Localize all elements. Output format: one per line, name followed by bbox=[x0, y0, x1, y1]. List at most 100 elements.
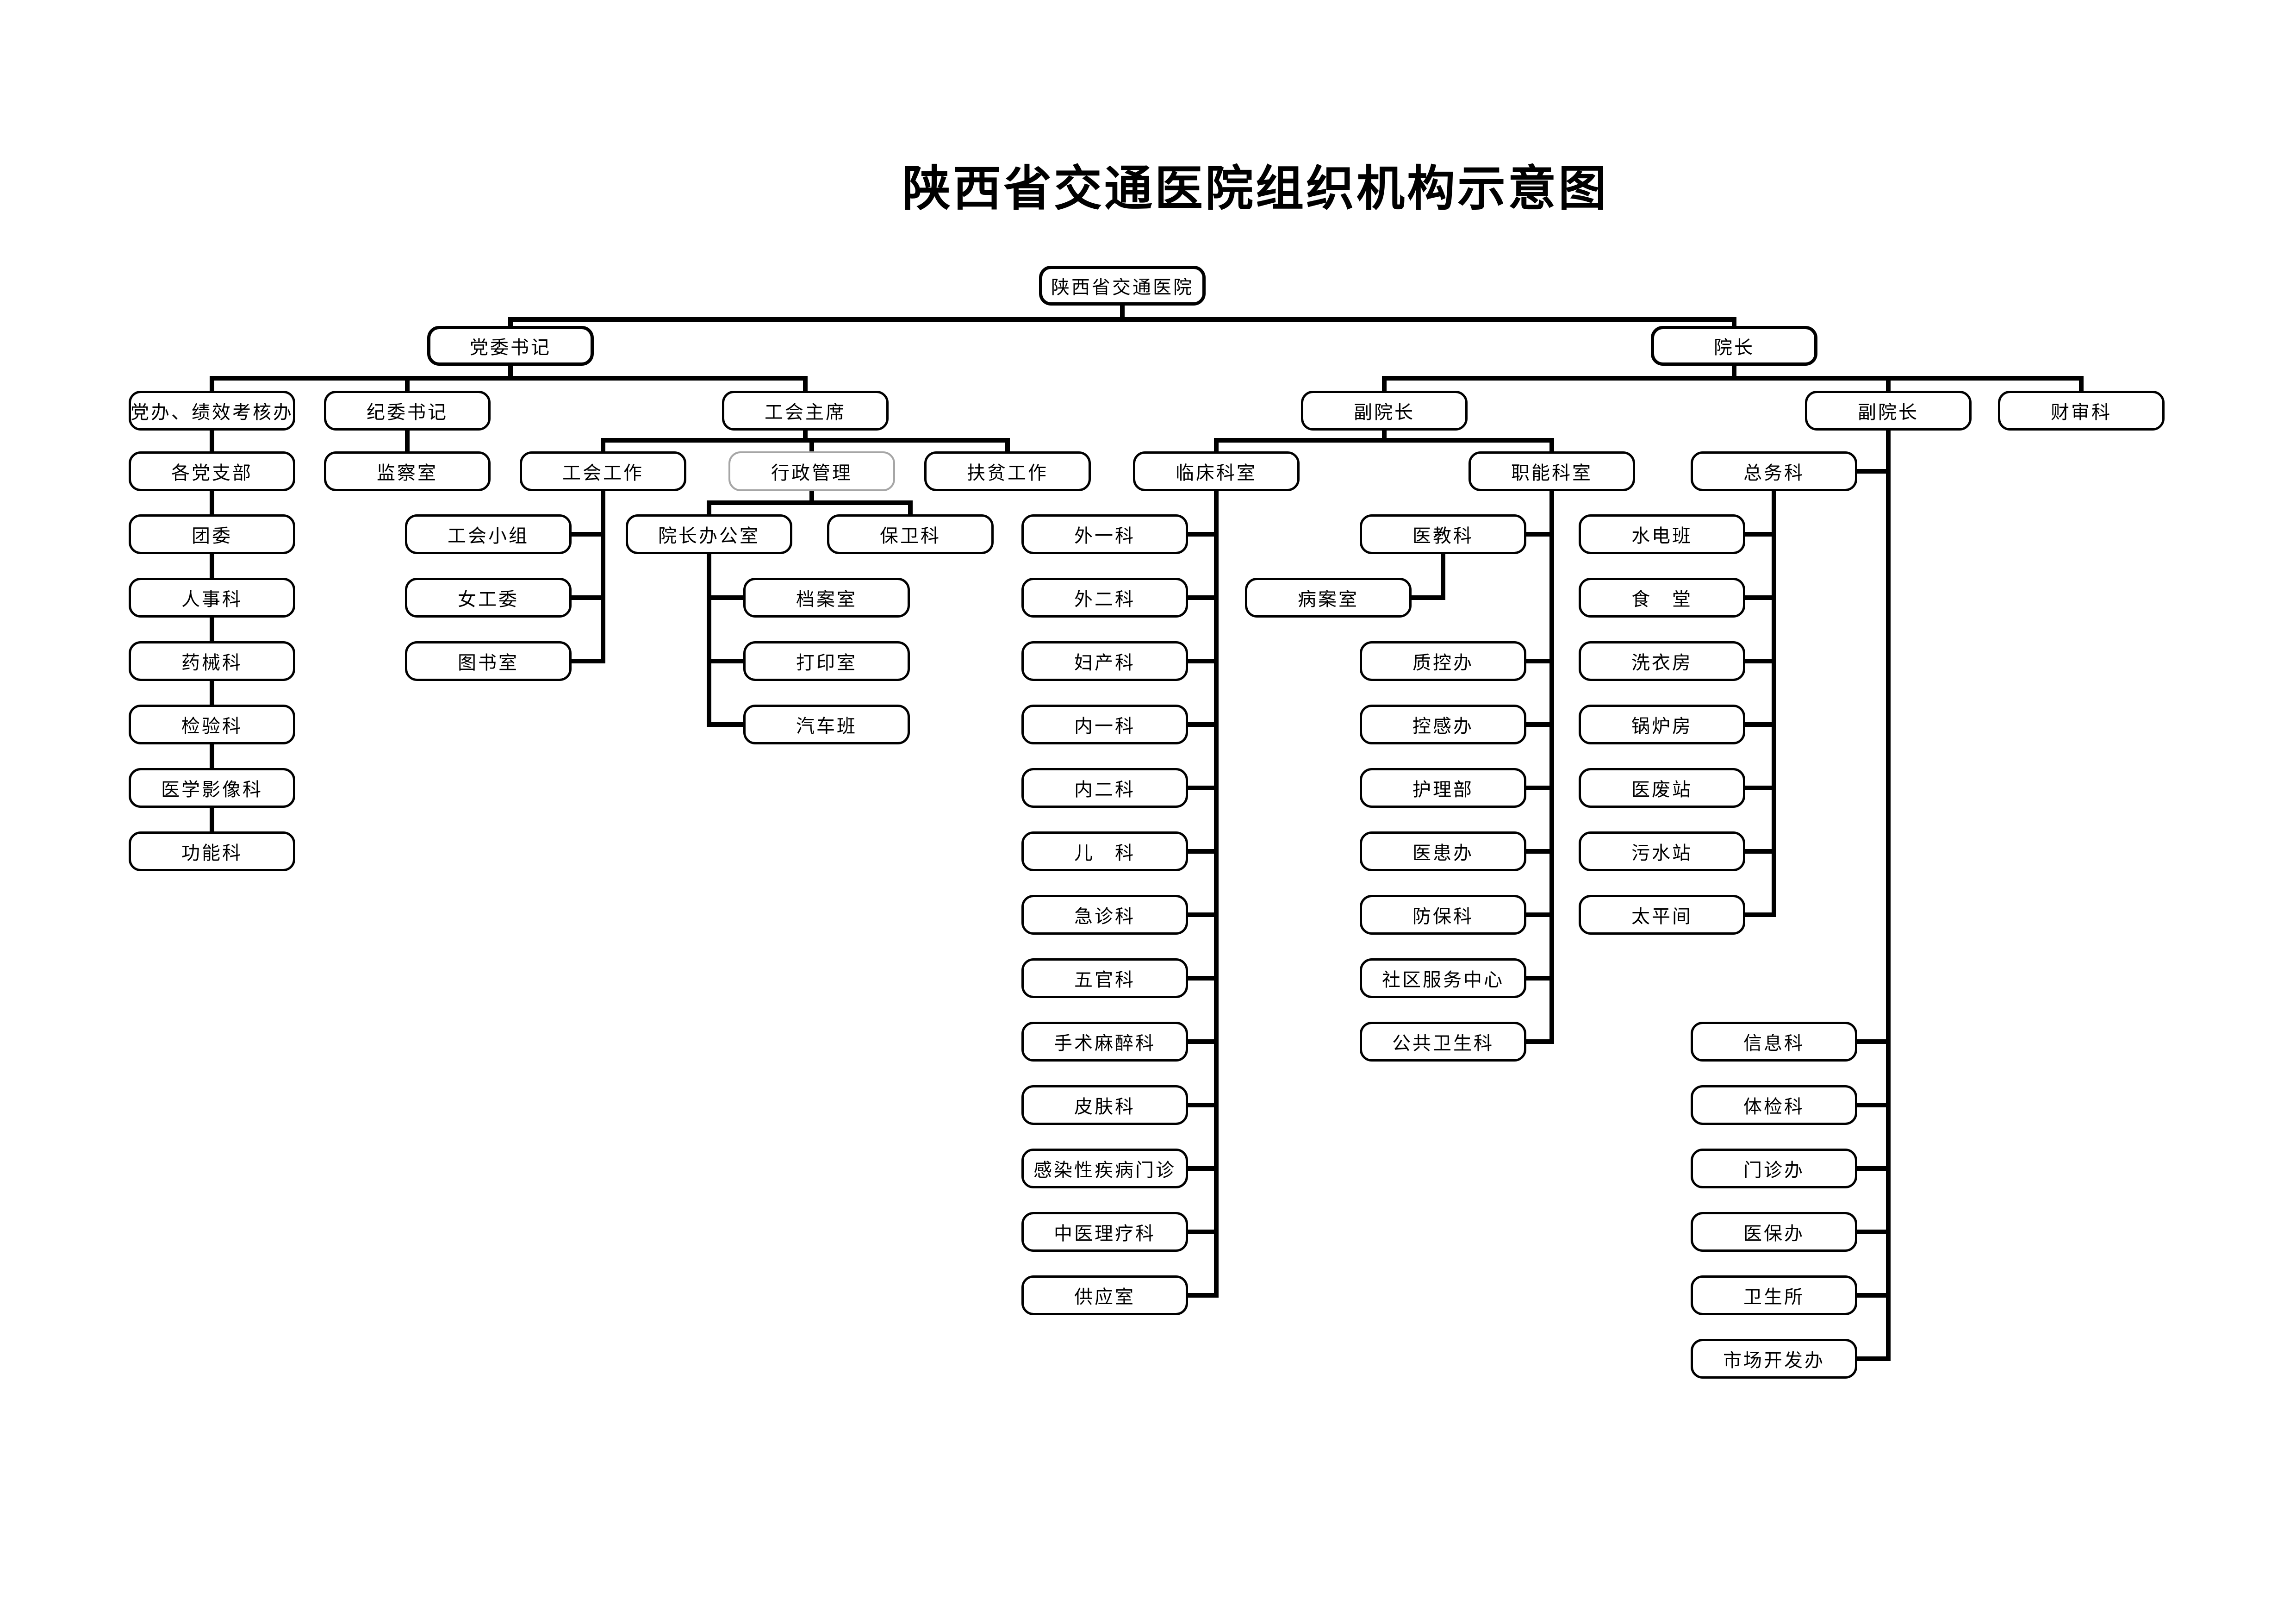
connector bbox=[1523, 912, 1554, 917]
connector bbox=[1772, 479, 1776, 917]
node-women-workers: 女工委 bbox=[405, 578, 572, 618]
connector bbox=[1185, 1166, 1219, 1171]
node-surgery-2: 外二科 bbox=[1021, 578, 1188, 618]
connector bbox=[1523, 786, 1554, 790]
node-ent: 五官科 bbox=[1021, 958, 1188, 998]
node-internal-1: 内一科 bbox=[1021, 705, 1188, 744]
node-function-dept: 功能科 bbox=[129, 831, 295, 871]
connector bbox=[601, 438, 1010, 443]
node-party-branches: 各党支部 bbox=[129, 451, 295, 491]
connector bbox=[1854, 1356, 1891, 1361]
connector bbox=[1854, 1293, 1891, 1298]
connector bbox=[707, 659, 747, 663]
connector bbox=[1854, 1039, 1891, 1044]
node-archives: 档案室 bbox=[743, 578, 910, 618]
node-infectious-clinic: 感染性疾病门诊 bbox=[1021, 1149, 1188, 1188]
node-nursing: 护理部 bbox=[1360, 768, 1526, 808]
node-poverty-alleviation: 扶贫工作 bbox=[924, 451, 1091, 491]
connector bbox=[1185, 532, 1219, 537]
connector bbox=[1185, 595, 1219, 600]
connector bbox=[707, 542, 711, 727]
node-medical-insurance: 医保办 bbox=[1691, 1212, 1857, 1252]
node-surgery-1: 外一科 bbox=[1021, 514, 1188, 554]
node-admin-management: 行政管理 bbox=[728, 451, 895, 491]
connector bbox=[1742, 849, 1776, 854]
connector bbox=[1523, 659, 1554, 663]
node-vice-president-1: 副院长 bbox=[1301, 391, 1468, 431]
connector bbox=[1523, 976, 1554, 981]
node-quality-control: 质控办 bbox=[1360, 641, 1526, 681]
node-union-groups: 工会小组 bbox=[405, 514, 572, 554]
connector bbox=[1854, 469, 1891, 474]
node-pediatrics: 儿 科 bbox=[1021, 831, 1188, 871]
connector bbox=[1523, 532, 1554, 537]
connector bbox=[1742, 595, 1776, 600]
connector bbox=[601, 479, 605, 663]
connector bbox=[1185, 659, 1219, 663]
node-library: 图书室 bbox=[405, 641, 572, 681]
node-medical-records: 病案室 bbox=[1245, 578, 1412, 618]
node-youth-league: 团委 bbox=[129, 514, 295, 554]
connector bbox=[1523, 849, 1554, 854]
node-health-station: 卫生所 bbox=[1691, 1275, 1857, 1315]
node-boiler-room: 锅炉房 bbox=[1579, 705, 1745, 744]
connector bbox=[568, 595, 605, 600]
connector bbox=[1549, 479, 1554, 1044]
node-canteen: 食 堂 bbox=[1579, 578, 1745, 618]
node-dean-office: 院长办公室 bbox=[626, 514, 792, 554]
connector bbox=[405, 417, 410, 468]
node-personnel: 人事科 bbox=[129, 578, 295, 618]
node-president: 院长 bbox=[1651, 326, 1817, 366]
connector bbox=[568, 659, 605, 663]
connector bbox=[809, 479, 814, 505]
node-laundry: 洗衣房 bbox=[1579, 641, 1745, 681]
connector bbox=[1408, 595, 1445, 600]
connector bbox=[1185, 1039, 1219, 1044]
connector bbox=[1854, 1230, 1891, 1234]
node-vice-president-2: 副院长 bbox=[1805, 391, 1972, 431]
connector bbox=[1185, 1293, 1219, 1298]
node-laboratory: 检验科 bbox=[129, 705, 295, 744]
node-physical-exam: 体检科 bbox=[1691, 1085, 1857, 1125]
connector bbox=[1185, 849, 1219, 854]
connector bbox=[210, 376, 808, 381]
node-party-office: 党办、绩效考核办 bbox=[129, 391, 295, 431]
connector bbox=[1886, 417, 1891, 1361]
node-infection-control: 控感办 bbox=[1360, 705, 1526, 744]
node-finance-audit: 财审科 bbox=[1998, 391, 2165, 431]
node-obstetrics: 妇产科 bbox=[1021, 641, 1188, 681]
node-doctor-patient: 医患办 bbox=[1360, 831, 1526, 871]
node-functional-depts: 职能科室 bbox=[1468, 451, 1635, 491]
node-sewage-station: 污水站 bbox=[1579, 831, 1745, 871]
node-community-center: 社区服务中心 bbox=[1360, 958, 1526, 998]
node-morgue: 太平间 bbox=[1579, 895, 1745, 935]
connector bbox=[1185, 722, 1219, 727]
node-union-chairman: 工会主席 bbox=[722, 391, 889, 431]
connector bbox=[1185, 1103, 1219, 1107]
connector bbox=[1185, 1230, 1219, 1234]
node-dermatology: 皮肤科 bbox=[1021, 1085, 1188, 1125]
connector bbox=[1185, 976, 1219, 981]
node-union-work: 工会工作 bbox=[520, 451, 686, 491]
connector bbox=[568, 532, 605, 537]
node-root: 陕西省交通医院 bbox=[1039, 266, 1206, 306]
connector bbox=[707, 500, 913, 505]
connector bbox=[1382, 376, 2084, 381]
node-security: 保卫科 bbox=[827, 514, 994, 554]
node-discipline-secretary: 纪委书记 bbox=[324, 391, 491, 431]
connector bbox=[508, 317, 1736, 322]
connector bbox=[1742, 532, 1776, 537]
node-anesthesia: 手术麻醉科 bbox=[1021, 1022, 1188, 1062]
node-motor-pool: 汽车班 bbox=[743, 705, 910, 744]
node-medical-imaging: 医学影像科 bbox=[129, 768, 295, 808]
page-title: 陕西省交通医院组织机构示意图 bbox=[902, 162, 1609, 216]
connector bbox=[1523, 722, 1554, 727]
node-party-secretary: 党委书记 bbox=[427, 326, 594, 366]
connector bbox=[707, 595, 747, 600]
connector bbox=[1523, 1039, 1554, 1044]
connector bbox=[1854, 1103, 1891, 1107]
node-prevention: 防保科 bbox=[1360, 895, 1526, 935]
connector bbox=[1742, 659, 1776, 663]
node-medical-waste: 医废站 bbox=[1579, 768, 1745, 808]
